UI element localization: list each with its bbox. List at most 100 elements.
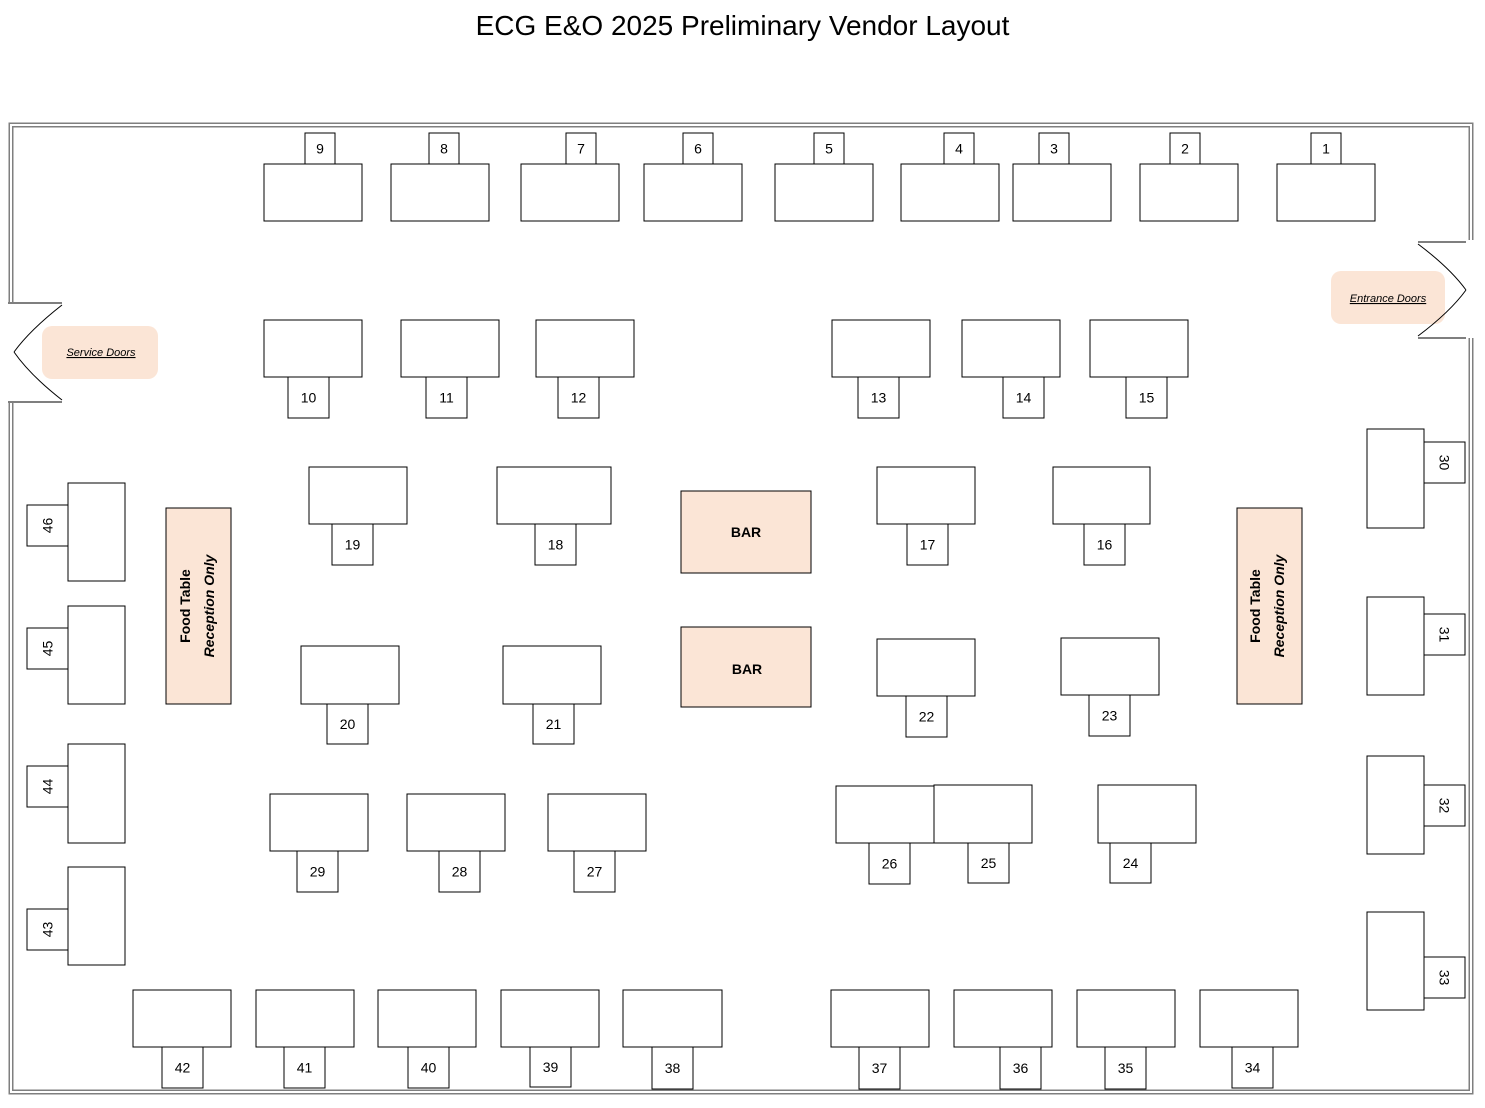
- booth-number-box: [1310, 132, 1342, 165]
- booth-42: 42: [132, 989, 232, 1089]
- booth-number: 9: [316, 141, 324, 157]
- booth-table: [961, 319, 1061, 378]
- booth-number: 32: [1437, 798, 1453, 814]
- booth-number: 23: [1102, 708, 1118, 724]
- service-doors-pill: [42, 326, 158, 379]
- booth-table: [1139, 163, 1239, 222]
- booth-table: [900, 163, 1000, 222]
- booth-26: 26: [835, 785, 935, 885]
- booth-number: 38: [665, 1060, 681, 1076]
- booth-table: [67, 743, 126, 844]
- booth-14: 14: [961, 319, 1061, 419]
- booth-table: [876, 638, 976, 697]
- booth-37: 37: [830, 989, 930, 1090]
- bar-1: [680, 490, 812, 574]
- booth-13: 13: [831, 319, 931, 419]
- booth-table: [496, 466, 612, 525]
- booth-number: 1: [1322, 141, 1330, 157]
- booth-number-box: [1038, 132, 1070, 165]
- food-table-note-2: Reception Only: [1271, 553, 1287, 657]
- booth-number-box: [26, 627, 69, 670]
- booth-25: 25: [933, 784, 1033, 884]
- booth-number: 22: [919, 709, 935, 725]
- booth-number: 5: [825, 141, 833, 157]
- booth-number: 11: [439, 390, 454, 406]
- booth-11: 11: [400, 319, 500, 419]
- booth-17: 17: [876, 466, 976, 566]
- booth-number-box: [1231, 1046, 1274, 1089]
- booth-number-box: [1169, 132, 1201, 165]
- booth-number-box: [26, 504, 69, 547]
- booth-table: [535, 319, 635, 378]
- booth-number: 19: [345, 537, 361, 553]
- booth-number: 37: [872, 1060, 888, 1076]
- booth-table: [67, 482, 126, 582]
- booth-number-box: [296, 850, 339, 893]
- food-table-title-1: Food Table: [177, 569, 193, 643]
- booth-number-box: [1002, 376, 1045, 419]
- booth-table: [269, 793, 369, 852]
- booth-number: 8: [440, 141, 448, 157]
- booth-number-box: [287, 376, 330, 419]
- booth-number-box: [651, 1046, 694, 1090]
- booth-number: 7: [577, 141, 585, 157]
- booth-12: 12: [535, 319, 635, 419]
- booth-number: 30: [1437, 455, 1453, 471]
- booth-number-box: [999, 1046, 1042, 1090]
- food-table-note-1: Reception Only: [201, 553, 217, 657]
- booth-43: 43: [26, 866, 126, 966]
- food-table-2: [1236, 507, 1303, 705]
- food-table-title-2: Food Table: [1247, 569, 1263, 643]
- booth-number-box: [943, 132, 975, 165]
- booth-number-box: [161, 1046, 204, 1089]
- booth-number: 16: [1097, 537, 1113, 553]
- booth-40: 40: [377, 989, 477, 1089]
- service-door-swing-top: [13, 304, 63, 353]
- entrance-door-swing-top: [1417, 243, 1467, 291]
- booth-16: 16: [1052, 466, 1151, 566]
- booth-number-box: [905, 695, 948, 738]
- booth-1: 1: [1276, 132, 1376, 222]
- booth-table: [1366, 755, 1425, 855]
- booth-number-box: [26, 765, 69, 808]
- wall-bottom: [8, 338, 1474, 1095]
- booth-29: 29: [269, 793, 369, 893]
- booth-46: 46: [26, 482, 126, 582]
- booth-table: [830, 989, 930, 1048]
- booth-39: 39: [500, 989, 600, 1088]
- booth-table: [1199, 989, 1299, 1048]
- booth-number: 27: [587, 864, 603, 880]
- booth-table: [308, 466, 408, 525]
- booth-33: 33: [1366, 911, 1466, 1011]
- booth-table: [1089, 319, 1189, 378]
- booth-number: 10: [301, 390, 317, 406]
- booth-number-box: [407, 1046, 450, 1089]
- booth-number: 26: [882, 856, 898, 872]
- booth-number-box: [326, 703, 369, 745]
- booth-table: [831, 319, 931, 378]
- booth-number: 29: [310, 864, 326, 880]
- booth-number: 33: [1437, 970, 1453, 986]
- booth-number: 44: [40, 779, 56, 795]
- booth-table: [1076, 989, 1176, 1048]
- booth-8: 8: [390, 132, 490, 222]
- booth-number-box: [1423, 441, 1466, 484]
- booth-number: 31: [1437, 627, 1453, 643]
- booth-7: 7: [520, 132, 620, 222]
- bar-label-1: BAR: [731, 524, 761, 540]
- booth-number-box: [304, 132, 336, 165]
- booth-41: 41: [255, 989, 355, 1089]
- booth-4: 4: [900, 132, 1000, 222]
- entrance-door-swing-bottom: [1417, 289, 1467, 337]
- booth-table: [377, 989, 477, 1048]
- booth-number-box: [1423, 784, 1466, 827]
- booth-table: [263, 163, 363, 222]
- booth-table: [67, 605, 126, 705]
- booth-34: 34: [1199, 989, 1299, 1089]
- booth-number: 21: [546, 716, 562, 732]
- booth-number: 20: [340, 716, 356, 732]
- booth-table: [500, 989, 600, 1048]
